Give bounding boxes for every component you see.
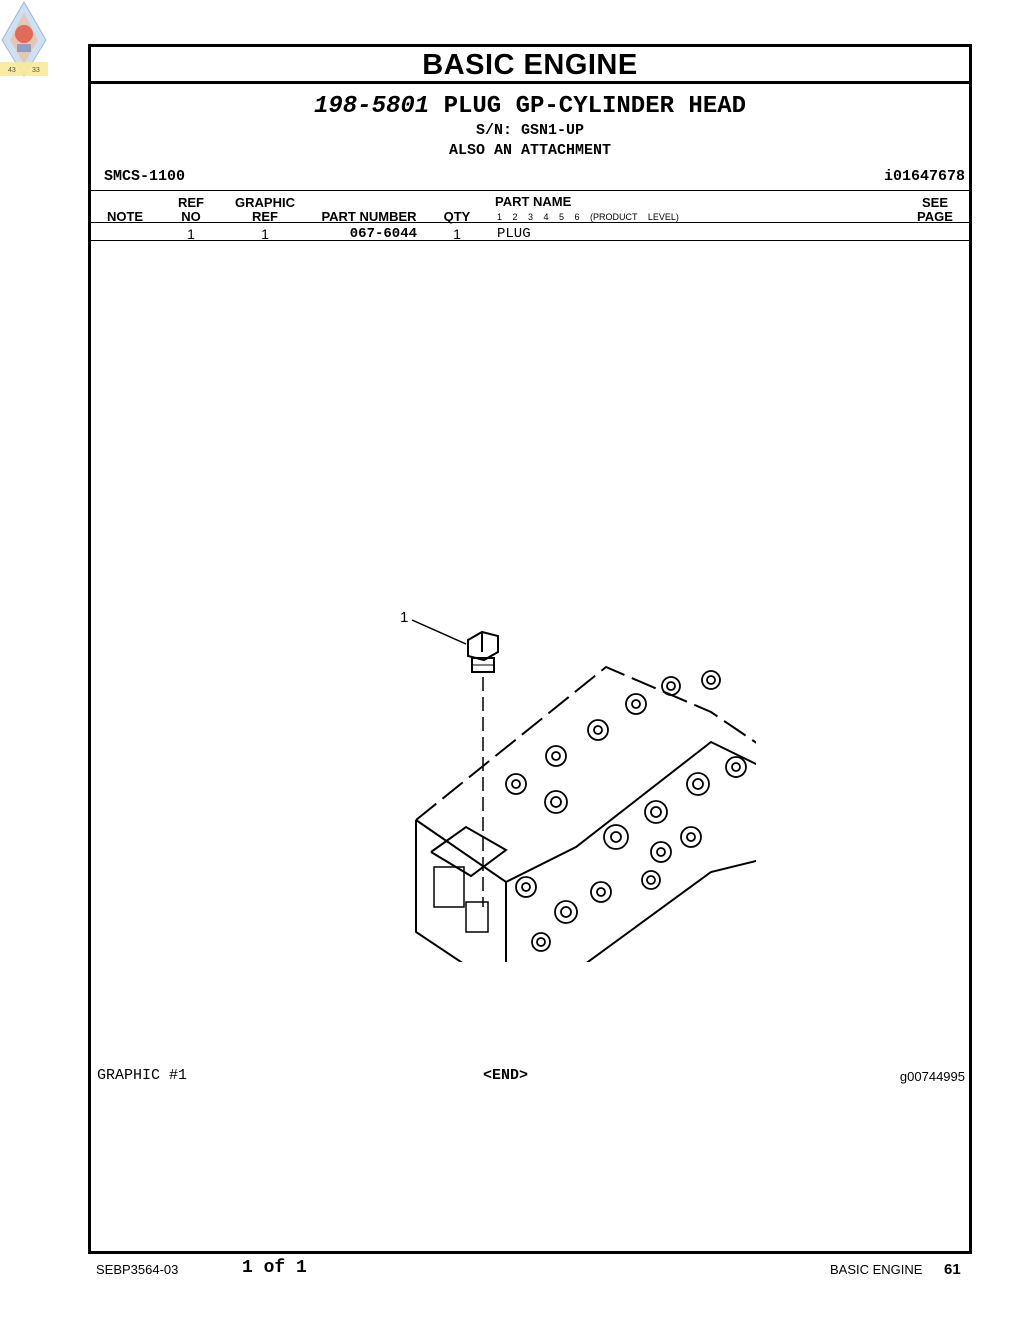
section-title-bar: BASIC ENGINE xyxy=(91,47,969,84)
cylinder-head-drawing: 1 xyxy=(316,562,835,994)
row-graphic-ref: 1 xyxy=(261,226,269,242)
group-part-title: PLUG GP-CYLINDER HEAD xyxy=(443,93,747,120)
col-see-page-line2: PAGE xyxy=(917,209,953,224)
col-graphic-ref-line1: GRAPHIC xyxy=(235,195,295,210)
col-graphic-ref: GRAPHIC REF xyxy=(227,196,303,224)
product-levels: 1 2 3 4 5 6 (PRODUCT LEVEL) xyxy=(497,212,679,222)
col-ref-no-line1: REF xyxy=(178,195,204,210)
attachment-note: ALSO AN ATTACHMENT xyxy=(448,142,612,159)
col-part-name: PART NAME xyxy=(495,194,572,209)
graphic-label: GRAPHIC #1 xyxy=(97,1067,188,1084)
col-see-page: SEE PAGE xyxy=(909,196,961,224)
table-header-rule xyxy=(91,222,969,223)
col-part-number: PART NUMBER xyxy=(321,209,417,224)
row-part-number: 067-6044 xyxy=(349,226,417,242)
logo-right-number: 33 xyxy=(32,67,40,74)
serial-range: S/N: GSN1-UP xyxy=(475,122,585,139)
row-ref-no: 1 xyxy=(187,226,195,242)
col-ref-no-line2: NO xyxy=(181,209,201,224)
group-part-number: 198-5801 xyxy=(313,93,430,120)
cylinder-head-block xyxy=(415,665,835,994)
graphic-id: g00744995 xyxy=(899,1069,965,1084)
footer-section: BASIC ENGINE xyxy=(830,1262,923,1277)
table-top-rule xyxy=(91,190,969,191)
parts-page-frame: BASIC ENGINE 198-5801 PLUG GP-CYLINDER H… xyxy=(88,44,972,1254)
document-id: i01647678 xyxy=(883,168,965,185)
col-note: NOTE xyxy=(106,209,144,224)
footer-doc-id: SEBP3564-03 xyxy=(96,1262,179,1277)
footer-page-count: 1 of 1 xyxy=(242,1258,307,1278)
plug-part xyxy=(467,630,499,673)
callout-leader xyxy=(411,619,467,645)
col-see-page-line1: SEE xyxy=(921,195,948,210)
end-marker: <END> xyxy=(483,1067,529,1084)
smcs-code: SMCS-1100 xyxy=(104,168,186,185)
col-ref-no: REF NO xyxy=(169,196,213,224)
part-heading: 198-5801 PLUG GP-CYLINDER HEAD xyxy=(91,93,969,120)
table-row-rule xyxy=(91,240,969,241)
row-part-name: PLUG xyxy=(497,226,531,242)
col-qty: QTY xyxy=(443,209,471,224)
callout-number: 1 xyxy=(400,609,408,626)
row-qty: 1 xyxy=(453,226,461,242)
section-title: BASIC ENGINE xyxy=(422,49,638,81)
col-graphic-ref-line2: REF xyxy=(252,209,278,224)
valve-bosses xyxy=(505,670,787,952)
logo-left-number: 43 xyxy=(8,67,16,74)
publisher-logo: 43 33 xyxy=(0,0,48,78)
footer-page-number: 61 xyxy=(944,1261,961,1278)
